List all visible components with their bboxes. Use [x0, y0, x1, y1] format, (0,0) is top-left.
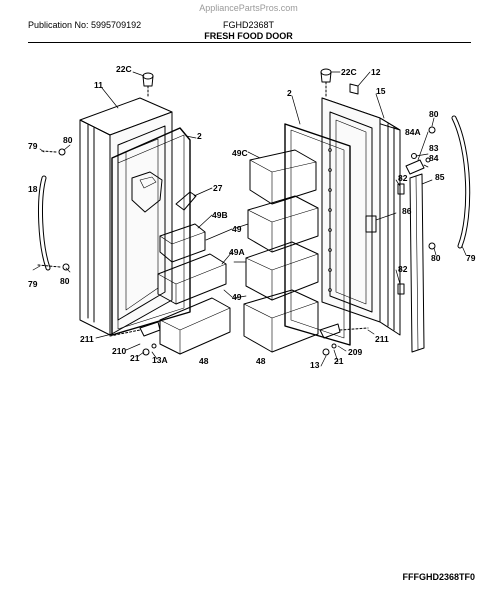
callout-211-right: 211 — [375, 334, 389, 344]
callout-21-right: 21 — [334, 356, 344, 366]
callout-49-left: 49 — [232, 292, 242, 302]
callout-49A-left: 49A — [229, 247, 245, 257]
callout-2-right: 2 — [287, 88, 292, 98]
callout-49C: 49C — [232, 148, 248, 158]
callout-labels: 22C 11 2 80 79 18 79 80 27 49B 49 49A 49… — [28, 64, 476, 370]
callout-79-left-top: 79 — [28, 141, 38, 151]
callout-49-mid: 49 — [232, 224, 242, 234]
callout-79-right: 79 — [466, 253, 476, 263]
callout-48-left: 48 — [199, 356, 209, 366]
model-number: FGHD2368T — [222, 20, 275, 30]
callout-82-top: 82 — [398, 173, 408, 183]
callout-210: 210 — [112, 346, 126, 356]
callout-2-left: 2 — [197, 131, 202, 141]
callout-80-right-bottom: 80 — [431, 253, 441, 263]
callout-13: 13 — [310, 360, 320, 370]
callout-85: 85 — [435, 172, 445, 182]
callout-80-left-top: 80 — [63, 135, 73, 145]
callout-80-left-bottom: 80 — [60, 276, 70, 286]
left-door-handle — [37, 148, 70, 271]
right-lower-hinge — [319, 323, 369, 356]
left-door-bins — [131, 171, 231, 355]
callout-12: 12 — [371, 67, 381, 77]
callout-13A: 13A — [152, 355, 168, 365]
section-title: FRESH FOOD DOOR — [204, 31, 293, 41]
callout-15: 15 — [376, 86, 386, 96]
callout-22C-left: 22C — [116, 64, 132, 74]
left-door-panel — [79, 72, 173, 336]
header-rule — [28, 42, 471, 43]
right-door-handle — [405, 115, 471, 353]
callout-211-left: 211 — [80, 334, 94, 344]
callout-86: 86 — [402, 206, 412, 216]
callout-209: 209 — [348, 347, 362, 357]
left-lower-hinge — [109, 321, 161, 356]
right-door-panel — [320, 68, 405, 336]
diagram-code: FFFGHD2368TF0 — [402, 572, 475, 582]
leader-lines — [32, 71, 467, 367]
callout-48-right: 48 — [256, 356, 266, 366]
callout-82-bottom: 82 — [398, 264, 408, 274]
callout-84A: 84A — [405, 127, 421, 137]
right-door-bins — [243, 149, 319, 353]
callout-11: 11 — [94, 80, 103, 90]
publication-number: Publication No: 5995709192 — [28, 20, 142, 30]
callout-21-left: 21 — [130, 353, 140, 363]
watermark: AppliancePartsPros.com — [199, 3, 298, 13]
callout-22C-right: 22C — [341, 67, 357, 77]
callout-83: 83 — [429, 143, 439, 153]
callout-79-left-bottom: 79 — [28, 279, 38, 289]
callout-84: 84 — [429, 153, 439, 163]
right-door-gasket — [284, 123, 351, 346]
callout-80-right-top: 80 — [429, 109, 439, 119]
callout-18: 18 — [28, 184, 38, 194]
callout-27: 27 — [213, 183, 223, 193]
callout-49B: 49B — [212, 210, 228, 220]
